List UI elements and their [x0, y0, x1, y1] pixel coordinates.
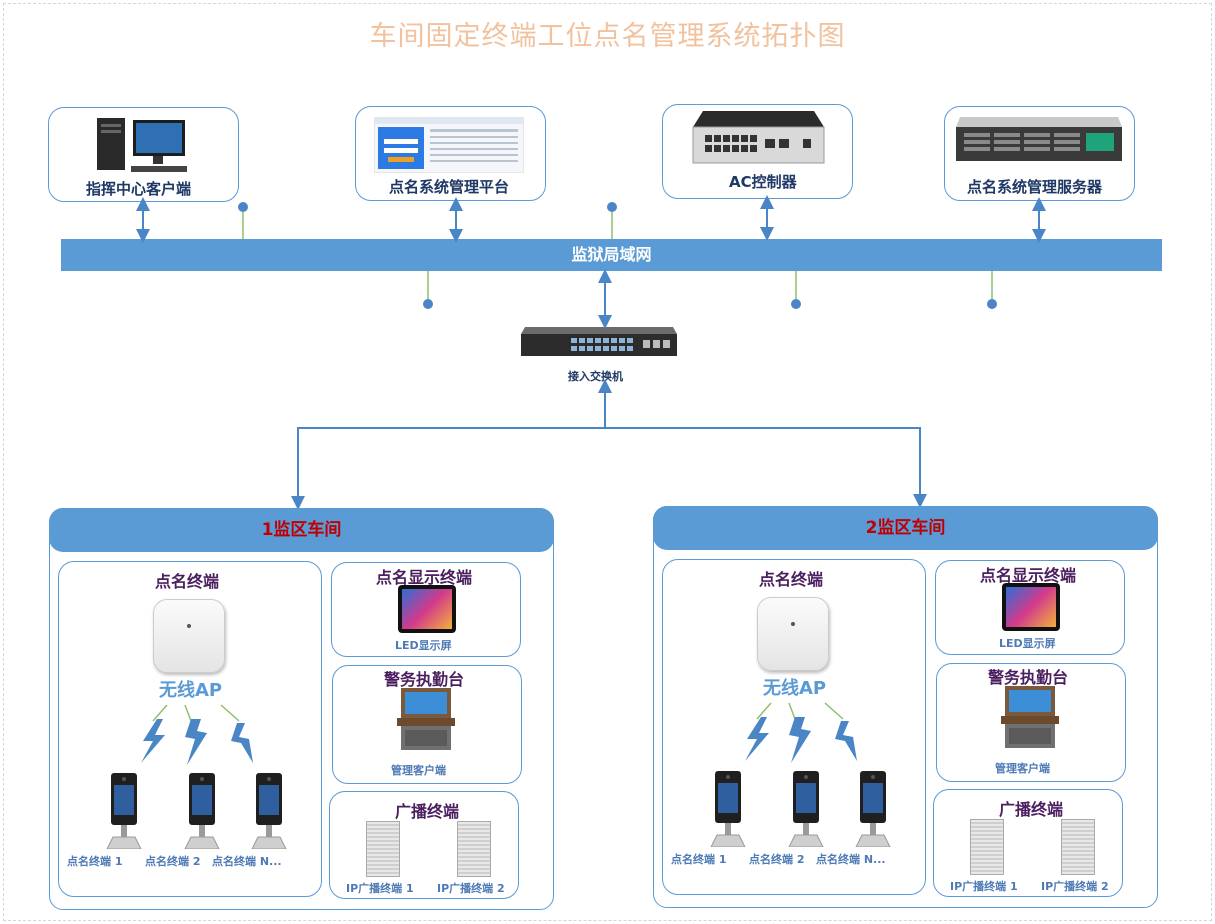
mgmt-platform-label: 点名系统管理平台: [389, 178, 510, 196]
roll-call-terminal-icon: [244, 771, 294, 850]
roll-call-terminal-label: 点名终端 2: [749, 853, 805, 866]
roll-call-terminal-icon: [781, 769, 831, 848]
broadcast-group-label: 广播终端: [395, 802, 460, 821]
led-display-label: LED显示屏: [999, 637, 1056, 650]
ip-speaker-label: IP广播终端 1: [950, 880, 1018, 893]
web-platform-screenshot-icon: [374, 117, 524, 173]
command-client-box: 指挥中心客户端: [48, 107, 239, 202]
command-client-label: 指挥中心客户端: [86, 180, 192, 198]
ac-controller-icon: [692, 111, 825, 164]
roll-call-terminal-label: 点名终端 N...: [212, 855, 282, 868]
switch-downlink-2: [605, 427, 927, 508]
ip-speaker-icon: [1061, 819, 1095, 875]
roll-call-terminal-icon: [99, 771, 149, 850]
led-display-label: LED显示屏: [395, 639, 452, 652]
display-group-box: [331, 562, 521, 657]
duty-desk-icon: [395, 686, 457, 752]
wireless-ap-label: 无线AP: [159, 680, 223, 701]
roll-call-terminal-label: 点名终端 2: [145, 855, 201, 868]
zone-title: 1监区车间: [49, 508, 554, 552]
canvas-frame: [3, 3, 1212, 921]
ac-controller-label: AC控制器: [729, 173, 797, 191]
zone-title: 2监区车间: [653, 506, 1158, 550]
wireless-ap-icon: [757, 597, 829, 671]
terminal-group-label: 点名终端: [155, 572, 220, 591]
roll-call-terminal-label: 点名终端 1: [671, 853, 727, 866]
ip-speaker-label: IP广播终端 2: [1041, 880, 1109, 893]
ip-speaker-icon: [366, 821, 400, 877]
led-display-icon: [1002, 583, 1060, 631]
wireless-ap-icon: [153, 599, 225, 673]
wireless-signal-icon: [137, 701, 177, 771]
wireless-signal-icon: [741, 699, 781, 769]
wireless-signal-icon: [217, 701, 257, 771]
mgmt-server-label: 点名系统管理服务器: [967, 178, 1103, 196]
roll-call-terminal-label: 点名终端 1: [67, 855, 123, 868]
ip-speaker-label: IP广播终端 1: [346, 882, 414, 895]
diagram-title: 车间固定终端工位点名管理系统拓扑图: [369, 21, 846, 52]
wireless-signal-icon: [821, 699, 861, 769]
duty-desk-icon: [999, 684, 1061, 750]
desk-group-label: 警务执勤台: [384, 670, 465, 689]
display-group-label: 点名显示终端: [980, 566, 1077, 585]
wireless-signal-icon: [781, 699, 821, 769]
wireless-signal-icon: [177, 701, 217, 771]
roll-call-terminal-icon: [703, 769, 753, 848]
terminal-group-label: 点名终端: [759, 570, 824, 589]
display-group-label: 点名显示终端: [376, 568, 473, 587]
rack-server-icon: [956, 117, 1122, 161]
access-switch-icon: [521, 327, 677, 356]
network-bus: 监狱局域网: [61, 239, 1162, 271]
ip-speaker-icon: [457, 821, 491, 877]
roll-call-terminal-icon: [177, 771, 227, 850]
desk-client-label: 管理客户端: [391, 764, 446, 777]
broadcast-group-label: 广播终端: [999, 800, 1064, 819]
desktop-computer-icon: [97, 118, 187, 172]
wireless-ap-label: 无线AP: [763, 678, 827, 699]
ac-controller-box: AC控制器: [662, 104, 853, 199]
desk-group-label: 警务执勤台: [988, 668, 1069, 687]
ip-speaker-label: IP广播终端 2: [437, 882, 505, 895]
roll-call-terminal-label: 点名终端 N...: [816, 853, 886, 866]
roll-call-terminal-icon: [848, 769, 898, 848]
mgmt-server-box: 点名系统管理服务器: [944, 106, 1135, 201]
led-display-icon: [398, 585, 456, 633]
ip-speaker-icon: [970, 819, 1004, 875]
desk-client-label: 管理客户端: [995, 762, 1050, 775]
switch-downlink: [291, 379, 612, 510]
